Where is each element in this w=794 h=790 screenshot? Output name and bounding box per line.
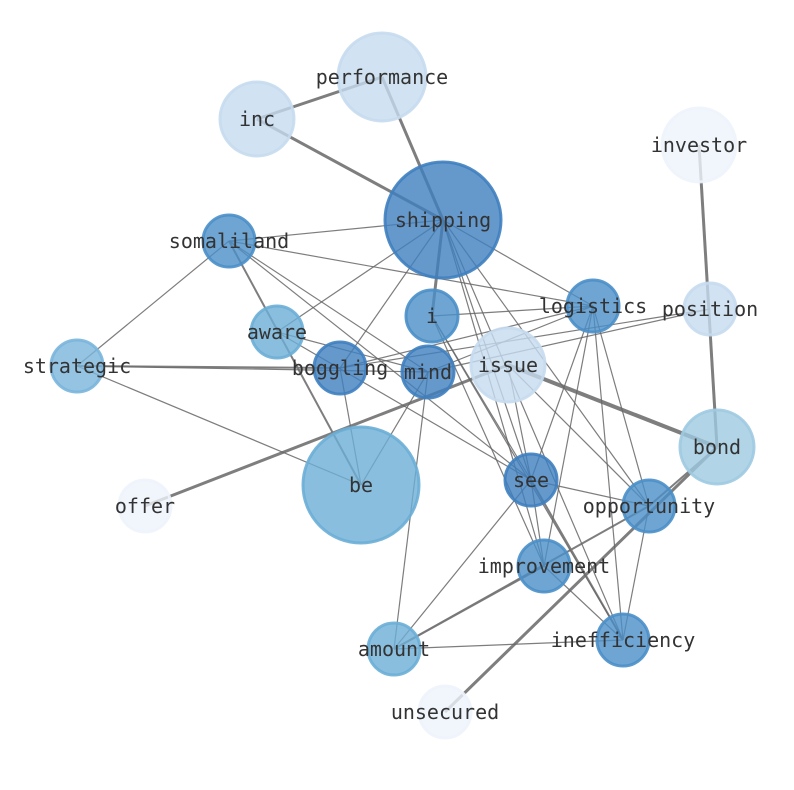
- node-label-issue: issue: [478, 353, 538, 377]
- edge-amount-inefficiency: [393, 639, 624, 650]
- edge-shipping-inefficiency: [442, 219, 624, 641]
- node-label-investor: investor: [651, 133, 747, 157]
- node-label-somaliland: somaliland: [169, 229, 289, 253]
- edge-logistics-see: [530, 305, 594, 481]
- node-inefficiency[interactable]: [595, 612, 651, 668]
- node-somaliland[interactable]: [201, 213, 257, 269]
- node-label-offer: offer: [115, 494, 175, 518]
- node-bond[interactable]: [678, 408, 756, 486]
- edge-somaliland-see: [228, 240, 532, 481]
- edge-somaliland-strategic: [76, 240, 230, 367]
- node-be[interactable]: [301, 425, 421, 545]
- node-label-aware: aware: [247, 320, 307, 344]
- node-label-inc: inc: [239, 107, 275, 131]
- node-performance[interactable]: [336, 31, 428, 123]
- node-strategic[interactable]: [49, 338, 105, 394]
- node-label-strategic: strategic: [23, 354, 131, 378]
- node-label-mind: mind: [404, 360, 452, 384]
- node-label-bond: bond: [693, 435, 741, 459]
- node-aware[interactable]: [249, 304, 305, 360]
- node-label-boggling: boggling: [292, 356, 388, 380]
- node-label-i: i: [426, 304, 438, 328]
- node-mind[interactable]: [400, 344, 456, 400]
- node-offer[interactable]: [117, 478, 173, 534]
- node-label-performance: performance: [316, 65, 448, 89]
- node-label-inefficiency: inefficiency: [551, 628, 696, 652]
- node-label-logistics: logistics: [539, 294, 647, 318]
- node-label-position: position: [662, 297, 758, 321]
- edge-strategic-mind: [76, 365, 429, 373]
- node-amount[interactable]: [366, 621, 422, 677]
- node-i[interactable]: [404, 288, 460, 344]
- node-logistics[interactable]: [565, 278, 621, 334]
- edge-see-amount: [393, 479, 532, 650]
- edge-logistics-opportunity: [592, 305, 650, 507]
- node-position[interactable]: [682, 281, 738, 337]
- node-label-shipping: shipping: [395, 208, 491, 232]
- edge-logistics-inefficiency: [592, 305, 624, 641]
- node-opportunity[interactable]: [621, 478, 677, 534]
- node-label-amount: amount: [358, 637, 430, 661]
- edge-somaliland-mind: [228, 240, 429, 373]
- node-shipping[interactable]: [383, 160, 503, 280]
- edge-amount-improvement: [393, 565, 545, 650]
- nodes-layer: [49, 31, 756, 740]
- node-issue[interactable]: [469, 326, 547, 404]
- edge-bond-unsecured: [443, 445, 719, 714]
- node-label-opportunity: opportunity: [583, 494, 715, 518]
- node-label-improvement: improvement: [478, 554, 610, 578]
- node-investor[interactable]: [660, 106, 738, 184]
- node-inc[interactable]: [218, 80, 296, 158]
- labels-layer: performance inc investor shipping somaliland…: [23, 65, 758, 724]
- edge-somaliland-logistics: [228, 240, 594, 307]
- edge-logistics-improvement: [543, 305, 594, 567]
- node-improvement[interactable]: [516, 538, 572, 594]
- node-see[interactable]: [503, 452, 559, 508]
- node-label-see: see: [513, 468, 549, 492]
- node-boggling[interactable]: [312, 340, 368, 396]
- node-unsecured[interactable]: [417, 684, 473, 740]
- edge-boggling-logistics: [339, 305, 594, 369]
- node-label-unsecured: unsecured: [391, 700, 499, 724]
- node-label-be: be: [349, 473, 373, 497]
